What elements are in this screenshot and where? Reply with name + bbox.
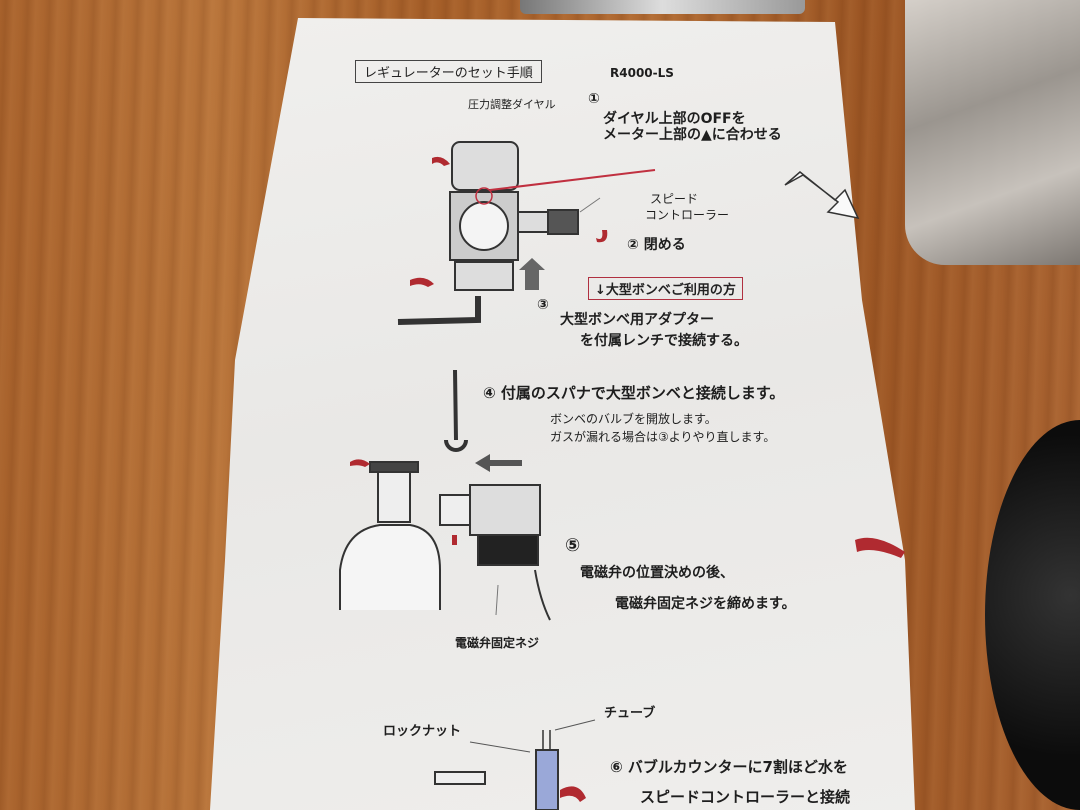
red-pointer-line [489,169,656,191]
pointer-arrow [579,197,601,213]
solenoid-valve [477,534,539,566]
step3-line1: 大型ボンベ用アダプター [560,312,714,328]
pressure-dial [451,141,519,191]
step1-line2: メーター上部の▲に合わせる [603,127,782,143]
red-highlight-circle [475,187,493,205]
tube-label: チューブ [604,706,656,721]
step4-line2: ボンベのバルブを開放します。 [550,412,717,426]
step1-number: ① [588,91,600,107]
step6-line1: ⑥ バブルカウンターに7割ほど水を [610,758,848,776]
plastic-bag [905,0,1080,265]
package [520,0,805,14]
diagonal-arrow-icon [784,171,860,220]
speed-label-2: コントローラー [645,208,730,222]
large-cylinder-note: ↓大型ボンベご利用の方 [588,277,743,300]
step4-line3: ガスが漏れる場合は③よりやり直します。 [550,430,776,444]
speed-controller [547,209,579,235]
step1-line1: ダイヤル上部のOFFを [603,111,746,127]
screw-label: 電磁弁固定ネジ [455,636,540,650]
solenoid-body [469,484,541,536]
step5-line1: 電磁弁の位置決めの後、 [580,565,734,581]
step3-line2: を付属レンチで接続する。 [580,333,748,349]
step4-line1: ④ 付属のスパナで大型ボンベと接続します。 [483,384,785,402]
dial-label: 圧力調整ダイヤル [468,98,556,111]
red-rotation-arrows [350,156,905,802]
step5-line2: 電磁弁固定ネジを締めます。 [615,596,796,612]
step6-line2: スピードコントローラーと接続 [640,788,851,806]
locknut-label: ロックナット [383,724,462,739]
gas-cylinder [339,524,441,610]
step3-number: ③ [537,297,549,313]
sheet-title: レギュレーターのセット手順 [355,60,542,83]
speed-label-1: スピード [650,192,699,206]
pressure-gauge [459,201,509,251]
left-arrow-icon [475,454,522,472]
step2: ② 閉める [627,237,686,253]
up-arrow-icon [519,258,545,290]
step5-number: ⑤ [565,535,581,556]
spanner-icon [444,369,468,452]
model-number: R4000-LS [610,66,674,80]
hex-wrench [397,296,481,325]
bubble-counter [535,749,559,810]
